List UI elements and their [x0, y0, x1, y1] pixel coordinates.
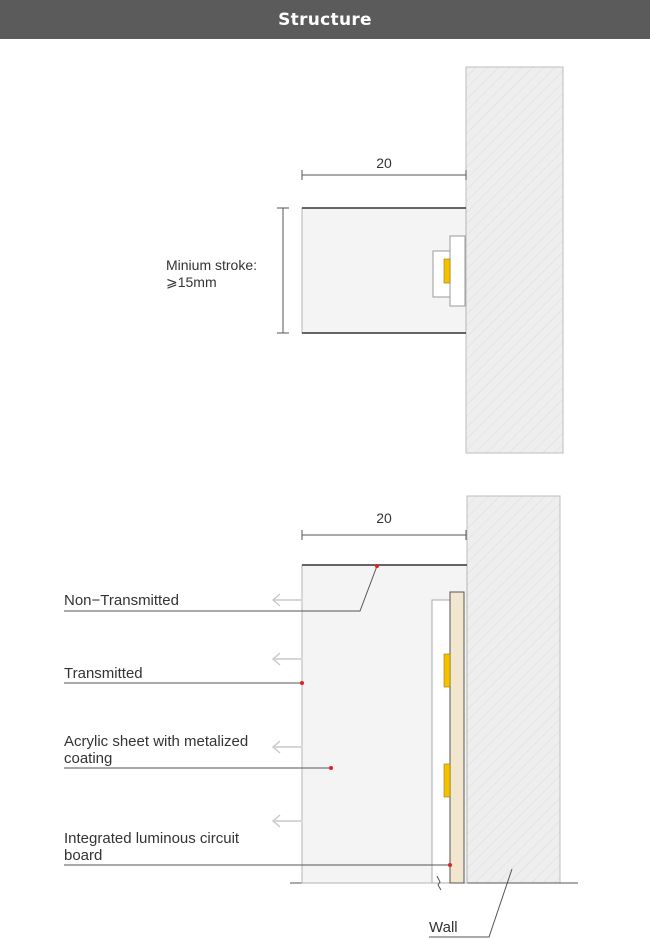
light-arrow-icon	[271, 593, 301, 607]
callout-transmitted: Transmitted	[64, 665, 304, 685]
callout-wall: Wall	[429, 868, 513, 938]
stroke-label-line2: ⩾15mm	[166, 274, 217, 290]
bottom-width-label: 20	[376, 510, 392, 526]
callout-circuit-label-line2: board	[64, 847, 102, 864]
light-arrow-icon	[271, 652, 301, 666]
circuit-board	[449, 591, 465, 884]
top-stroke-dimension	[277, 207, 289, 334]
top-width-label: 20	[376, 155, 392, 171]
page-title: Structure	[278, 9, 372, 30]
callout-non-transmitted-label: Non−Transmitted	[64, 592, 179, 609]
light-arrow-icon	[271, 814, 301, 828]
callout-acrylic-label-line1: Acrylic sheet with metalized	[64, 733, 248, 750]
callout-acrylic: Acrylic sheet with metalized coating	[64, 733, 333, 770]
callout-acrylic-label-line2: coating	[64, 750, 112, 767]
callout-circuit-board: Integrated luminous circuit board	[64, 830, 452, 867]
callout-non-transmitted: Non−Transmitted	[64, 564, 379, 612]
callout-dot	[448, 863, 452, 867]
bottom-width-dimension: 20	[301, 510, 467, 540]
header-bar: Structure	[0, 0, 650, 39]
light-arrows	[271, 593, 301, 828]
callout-transmitted-label: Transmitted	[64, 665, 143, 682]
callout-wall-label: Wall	[429, 919, 458, 936]
break-mark	[436, 875, 442, 891]
stroke-label-line1: Minium stroke:	[166, 257, 257, 273]
light-arrow-icon	[271, 740, 301, 754]
bottom-view: 20 Non−Transmitted Transmitted Acrylic s…	[64, 495, 578, 938]
top-view: 20 Minium stroke: ⩾15mm	[166, 66, 564, 454]
top-led-chip	[443, 258, 451, 284]
callout-dot	[329, 766, 333, 770]
top-wall	[465, 66, 564, 454]
top-width-dimension: 20	[301, 155, 467, 180]
callout-dot	[300, 681, 304, 685]
bottom-wall	[466, 495, 561, 884]
led-chip-lower	[443, 763, 451, 798]
inner-back-panel	[431, 599, 451, 884]
led-chip-upper	[443, 653, 451, 688]
top-led-bracket	[449, 235, 466, 307]
callout-circuit-label-line1: Integrated luminous circuit	[64, 830, 240, 847]
callout-dot	[375, 564, 379, 568]
